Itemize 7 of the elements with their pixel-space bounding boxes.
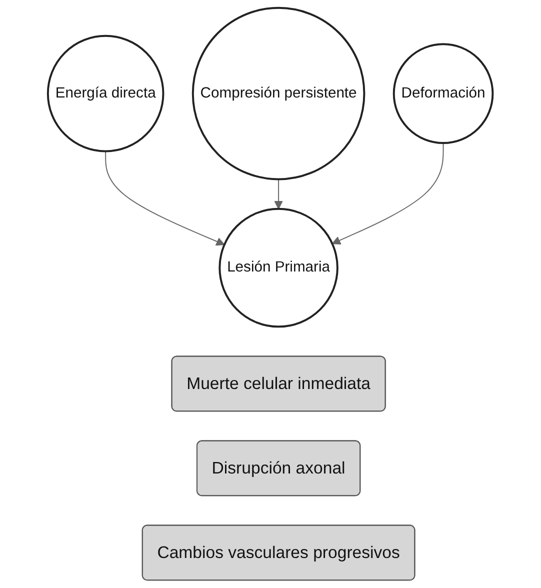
arrow [105,150,225,246]
node-circle: Lesión Primaria [218,208,339,328]
node-circle: Deformación [393,43,494,144]
arrow [332,142,444,244]
arrow [274,178,284,210]
node-circle: Energía directa [47,34,164,152]
node-circle: Compresión persistente [192,6,366,180]
